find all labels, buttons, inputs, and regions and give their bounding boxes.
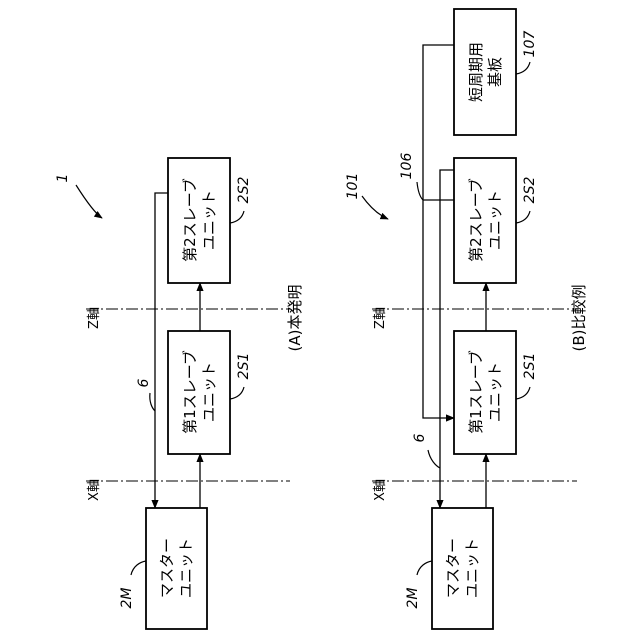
panel-a-master-line1: マスター (158, 538, 176, 598)
panel-b-x-axis-label: X軸 (373, 479, 388, 501)
panel-b-z-axis-label: Z軸 (373, 307, 388, 329)
panel-a-slave1-leader (230, 387, 244, 399)
panel-a-slave2-unit (168, 158, 230, 283)
panel-b-bus-106-label: 106 (399, 153, 415, 180)
panel-b-bus-leader (428, 450, 440, 468)
panel-a-bus-line (155, 193, 168, 508)
panel-a-x-axis-label: X軸 (87, 479, 102, 501)
panel-a-slave1-line1: 第1スレーブ (181, 350, 199, 434)
panel-b-slave2-line1: 第2スレーブ (467, 178, 485, 262)
panel-b-slave1-ref: 2S1 (522, 353, 538, 380)
panel-b-bus-106-leader (417, 182, 423, 200)
panel-b: 101 X軸 Z軸 106 6 マスター ユニット (345, 9, 588, 629)
panel-a-ref-arrow (76, 185, 102, 218)
panel-a-slave1-line2: ユニット (200, 362, 218, 422)
panel-b-slave2-leader (516, 211, 530, 223)
panel-a-z-axis-label: Z軸 (87, 307, 102, 329)
panel-a-bus-leader (150, 393, 155, 411)
panel-b-board-ref: 107 (522, 31, 538, 58)
panel-b-board-line2: 基板 (486, 57, 504, 87)
panel-b-board-unit (454, 9, 516, 135)
panel-b-slave1-line2: ユニット (486, 362, 504, 422)
panel-b-caption: (B)比較例 (570, 285, 588, 352)
panel-b-master-leader (417, 561, 432, 575)
panel-b-ref-arrow (362, 196, 388, 219)
panel-b-slave1-unit (454, 331, 516, 454)
panel-b-slave2-ref: 2S2 (522, 177, 538, 204)
panel-a-bus-label: 6 (136, 378, 152, 387)
panel-b-bus-line (440, 170, 454, 508)
panel-b-master-line1: マスター (444, 538, 462, 598)
panel-b-bus-label: 6 (412, 433, 428, 442)
panel-a-master-leader (131, 561, 146, 575)
panel-a-master-line2: ユニット (177, 538, 195, 598)
panel-b-slave1-line1: 第1スレーブ (467, 350, 485, 434)
panel-b-slave1-leader (516, 387, 530, 399)
panel-a: 1 X軸 Z軸 6 マスター ユニット 2M (55, 158, 304, 629)
panel-a-master-ref: 2M (119, 588, 135, 609)
panel-b-master-line2: ユニット (463, 538, 481, 598)
panel-a-slave1-ref: 2S1 (236, 353, 252, 380)
panel-b-board-leader (516, 62, 530, 74)
panel-a-slave2-line1: 第2スレーブ (181, 178, 199, 262)
panel-b-master-ref: 2M (405, 588, 421, 609)
panel-b-board-line1: 短周期用 (467, 42, 485, 102)
panel-b-bus-106-line (423, 45, 454, 418)
panel-a-slave2-leader (230, 211, 244, 223)
panel-b-slave2-line2: ユニット (486, 190, 504, 250)
panel-a-slave2-line2: ユニット (200, 190, 218, 250)
panel-a-slave1-unit (168, 331, 230, 454)
panel-a-ref-label: 1 (55, 174, 71, 183)
panel-b-slave2-unit (454, 158, 516, 283)
panel-a-caption: (A)本発明 (286, 285, 304, 352)
panel-b-ref-label: 101 (345, 173, 361, 200)
panel-a-slave2-ref: 2S2 (236, 177, 252, 204)
